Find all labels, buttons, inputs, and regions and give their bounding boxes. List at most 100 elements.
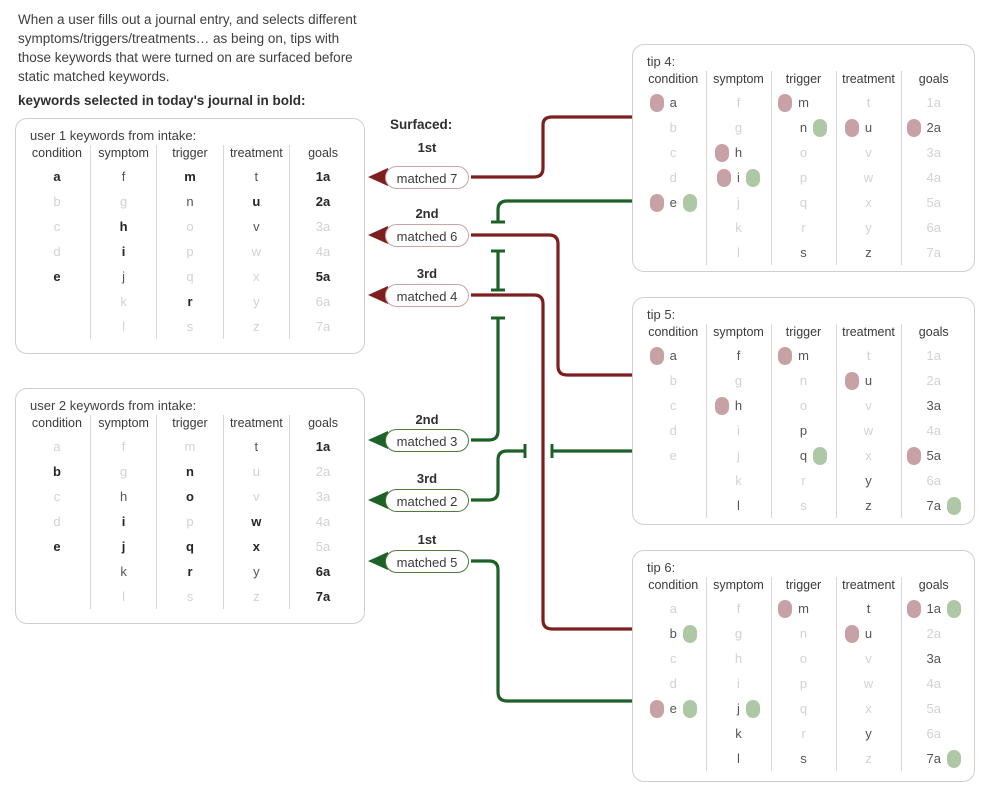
- keyword-label: h: [714, 393, 742, 418]
- wire-matched7-to-tip4: [471, 115, 634, 179]
- table-cell: m: [156, 434, 224, 459]
- table-cell: z: [836, 240, 902, 265]
- table-cell: m: [771, 343, 837, 368]
- keyword-label: 7a: [927, 746, 961, 771]
- keyword-label: h: [734, 651, 743, 666]
- keyword-label: a: [53, 439, 61, 454]
- table-cell: k: [90, 559, 158, 584]
- keyword-label: x: [865, 195, 872, 210]
- table-cell: l: [706, 240, 772, 265]
- keyword-label: n: [799, 626, 808, 641]
- green-marker-icon: [682, 624, 697, 643]
- badge-matched-4[interactable]: matched 4: [385, 284, 469, 307]
- keyword-label: y: [253, 294, 260, 309]
- arrow-head-green: [368, 431, 388, 449]
- table-cell: l: [706, 746, 772, 771]
- table-cell: m: [771, 596, 837, 621]
- keyword-label: 2a: [315, 464, 331, 479]
- keyword-label: a: [53, 169, 61, 184]
- table-cell: m: [771, 90, 837, 115]
- badge-matched-2[interactable]: matched 2: [385, 489, 469, 512]
- table-cell: 1a: [290, 164, 356, 189]
- keyword-label: c: [670, 651, 677, 666]
- badge-matched-3[interactable]: matched 3: [385, 429, 469, 452]
- rank-label-3: 3rd: [416, 266, 438, 281]
- table-header-row: condition symptom trigger treatment goal…: [24, 145, 356, 164]
- table-cell: s: [771, 493, 837, 518]
- keyword-label: c: [670, 145, 677, 160]
- keyword-label: z: [865, 498, 872, 513]
- keyword-label: a: [649, 343, 677, 368]
- table-cell: m: [156, 164, 224, 189]
- table-cell: e: [641, 696, 707, 721]
- table-cell: 3a: [901, 393, 966, 418]
- table-cell: u: [836, 621, 902, 646]
- keyword-label: e: [53, 539, 61, 554]
- table-cell: 3a: [290, 484, 356, 509]
- table-cell: a: [24, 434, 91, 459]
- green-marker-icon: [813, 118, 828, 137]
- col-goals: goals: [918, 72, 949, 86]
- keyword-label: 2a: [906, 115, 941, 140]
- keyword-label: a: [649, 90, 677, 115]
- keyword-label: j: [122, 269, 126, 284]
- keyword-label: h: [714, 140, 742, 165]
- table-cell: g: [706, 368, 772, 393]
- keyword-label: p: [186, 514, 194, 529]
- keyword-label: k: [735, 220, 742, 235]
- keyword-label: d: [53, 244, 61, 259]
- keyword-label: v: [253, 219, 260, 234]
- col-goals: goals: [308, 146, 338, 160]
- table-cell: d: [641, 165, 707, 190]
- badge-matched-7[interactable]: matched 7: [385, 166, 469, 189]
- table-cell: 4a: [901, 418, 966, 443]
- col-symptom: symptom: [90, 145, 158, 164]
- table-cell: a: [641, 343, 707, 368]
- table-cell: o: [771, 646, 837, 671]
- table-cell: 7a: [290, 584, 356, 609]
- keyword-label: e: [649, 190, 697, 215]
- col-treatment: treatment: [836, 71, 902, 90]
- table-cell: a: [641, 90, 707, 115]
- tip-4-table: condition symptom trigger treatment goal…: [641, 71, 966, 265]
- badge-matched-6[interactable]: matched 6: [385, 224, 469, 247]
- keyword-label: u: [252, 464, 260, 479]
- user-1-title: user 1 keywords from intake:: [30, 128, 197, 143]
- keyword-label: t: [866, 601, 871, 616]
- rank-label-1: 1st: [417, 140, 437, 155]
- col-symptom: symptom: [706, 577, 772, 596]
- table-cell: d: [641, 418, 707, 443]
- arrow-head-green: [368, 491, 388, 509]
- col-goals: goals: [918, 325, 949, 339]
- keyword-label: n: [186, 194, 194, 209]
- keyword-label: q: [186, 269, 194, 284]
- keyword-label: m: [778, 596, 809, 621]
- keyword-label: y: [253, 564, 260, 579]
- badge-matched-5[interactable]: matched 5: [385, 550, 469, 573]
- table-cell: t: [836, 596, 902, 621]
- keyword-label: b: [53, 194, 61, 209]
- green-marker-icon: [946, 496, 961, 515]
- rank-label-5: 3rd: [416, 471, 438, 486]
- table-cell: p: [771, 418, 837, 443]
- table-cell: 2a: [901, 368, 966, 393]
- table-cell: h: [90, 214, 158, 239]
- keyword-label: e: [53, 269, 61, 284]
- col-condition: condition: [24, 415, 91, 434]
- table-cell: q: [156, 534, 224, 559]
- keyword-label: 7a: [926, 245, 941, 260]
- keyword-label: 4a: [926, 170, 941, 185]
- keyword-label: b: [669, 373, 677, 388]
